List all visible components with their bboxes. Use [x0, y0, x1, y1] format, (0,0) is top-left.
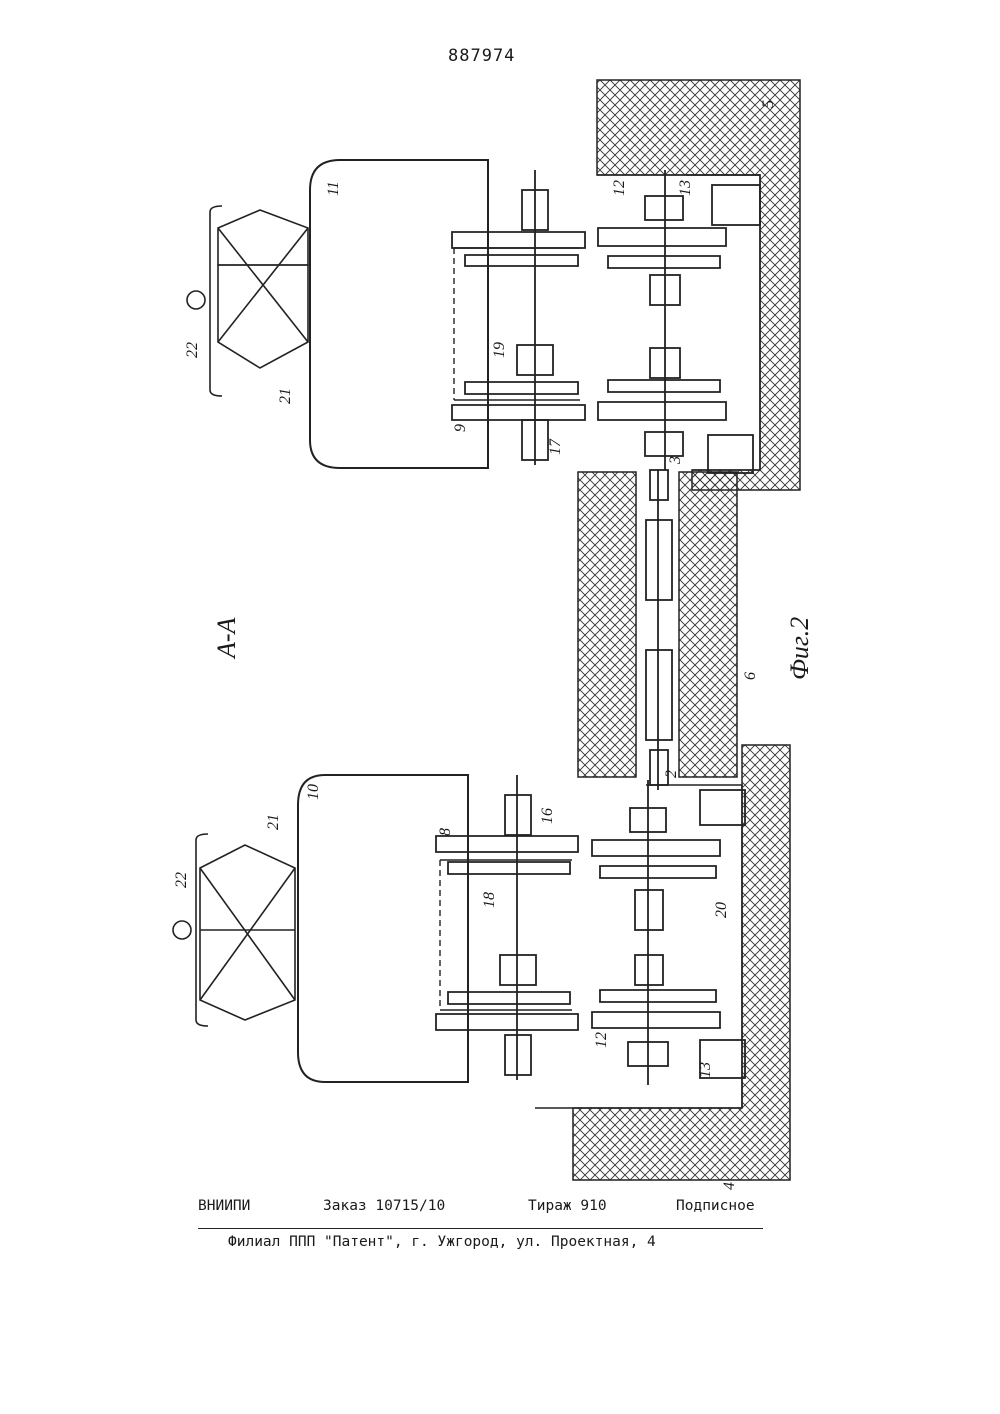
- footer-rule: [198, 1228, 763, 1229]
- part-label: 2: [663, 770, 680, 778]
- part-label: 22: [173, 872, 190, 888]
- part-label: 13: [677, 180, 694, 196]
- part-label: 3: [667, 456, 684, 465]
- part-label: 22: [184, 342, 201, 358]
- part-label: 20: [713, 902, 730, 918]
- spring-lower: [173, 834, 295, 1026]
- wheelsets-upper-pit: [598, 170, 760, 473]
- connecting-shaft: [646, 470, 672, 790]
- footer-branch-address: Филиал ППП "Патент", г. Ужгород, ул. Про…: [228, 1234, 656, 1250]
- part-label: 5: [760, 100, 777, 108]
- part-label: 16: [539, 808, 556, 824]
- car-body-lower: [298, 775, 468, 1082]
- part-label: 21: [265, 814, 282, 830]
- wheelsets-lower-pit: [592, 780, 745, 1085]
- footer-organization: ВНИИПИ: [198, 1198, 250, 1214]
- wheelsets-lower: [436, 775, 578, 1080]
- section-label: А-А: [212, 617, 241, 660]
- part-label: 18: [481, 892, 498, 908]
- car-body-upper: [310, 160, 488, 468]
- wheelsets-upper: [452, 170, 585, 465]
- part-label: 12: [611, 180, 628, 196]
- part-label: 10: [305, 784, 322, 800]
- part-label: 19: [491, 342, 508, 358]
- publication-footer: ВНИИПИ Заказ 10715/10 Тираж 910 Подписно…: [198, 1198, 763, 1222]
- part-label: 13: [697, 1062, 714, 1078]
- part-label: 9: [452, 424, 469, 432]
- footer-circulation: Тираж 910: [528, 1198, 607, 1214]
- part-label: 6: [742, 672, 759, 680]
- part-label: 21: [277, 388, 294, 404]
- part-label: 12: [593, 1032, 610, 1048]
- figure-label: Фиг.2: [785, 617, 814, 680]
- part-label: 11: [325, 181, 342, 196]
- part-label: 8: [437, 828, 454, 836]
- footer-subscription: Подписное: [676, 1198, 755, 1214]
- bogie-frames: [440, 248, 580, 1010]
- spring-upper: [187, 206, 308, 396]
- part-label: 4: [721, 1182, 738, 1190]
- footer-order: Заказ 10715/10: [323, 1198, 445, 1214]
- part-label: 17: [547, 438, 564, 455]
